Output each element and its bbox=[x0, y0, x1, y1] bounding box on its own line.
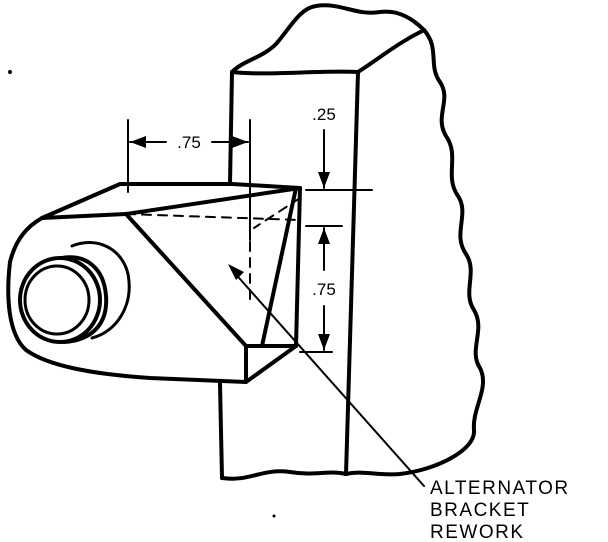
shaft bbox=[18, 255, 109, 344]
callout-line-bracket: BRACKET bbox=[430, 500, 530, 521]
dimension-vertical-height: .75 bbox=[299, 225, 343, 353]
arrowhead-lower bbox=[318, 334, 330, 350]
speck-bottom bbox=[272, 514, 276, 518]
arrowhead-upper bbox=[318, 172, 330, 188]
bevel-right-edge bbox=[260, 186, 298, 348]
arrowhead-right bbox=[232, 136, 248, 148]
callout-line-rework: REWORK bbox=[430, 522, 525, 542]
dimension-label-upper-gap: .25 bbox=[312, 105, 336, 124]
post-left-lower-edge bbox=[218, 382, 224, 480]
bracket bbox=[6, 182, 302, 384]
post-break-top bbox=[230, 3, 486, 477]
bracket-outline bbox=[6, 182, 302, 384]
bracket-top-front-edge bbox=[40, 212, 128, 220]
boss-outline bbox=[70, 241, 131, 340]
dimension-label-top-width: .75 bbox=[177, 133, 201, 152]
callout-line-alternator: ALTERNATOR bbox=[430, 478, 570, 499]
hidden-cut-line-diagonal bbox=[253, 197, 301, 229]
vertical-post bbox=[218, 3, 486, 481]
shaft-end-inner bbox=[23, 264, 91, 336]
post-top-rise bbox=[356, 28, 426, 74]
arrowhead-left bbox=[130, 136, 146, 148]
hidden-cut-line-horizontal bbox=[125, 213, 301, 221]
dimension-upper-gap: .25 bbox=[305, 105, 373, 191]
callout-arrowhead bbox=[228, 264, 244, 280]
callout: ALTERNATOR BRACKET REWORK bbox=[228, 264, 570, 542]
arrowhead-middle bbox=[318, 228, 330, 244]
post-break-bottom bbox=[220, 469, 348, 481]
dimension-top-width: .75 bbox=[127, 119, 251, 241]
post-top-face bbox=[230, 69, 360, 76]
speck-left bbox=[8, 70, 12, 74]
bevel-diagonal-edge bbox=[124, 212, 248, 348]
post-front-corner bbox=[344, 70, 360, 476]
dimension-label-vertical-height: .75 bbox=[312, 280, 336, 299]
bracket-top-rear-edge bbox=[124, 186, 302, 216]
shaft-body bbox=[60, 255, 109, 344]
post-left-upper-edge bbox=[228, 70, 234, 186]
callout-leader-line bbox=[231, 269, 425, 487]
